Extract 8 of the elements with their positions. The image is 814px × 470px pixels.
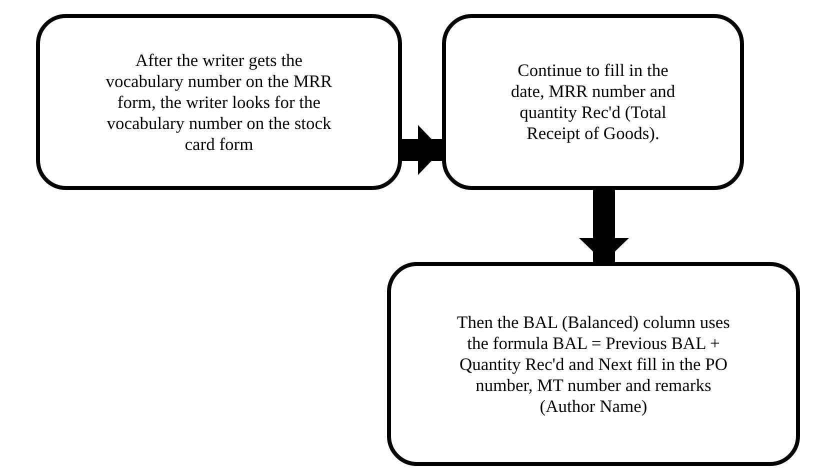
step-text: After the writer gets the vocabulary number on the MRR form, the writer looks for the vocabulary number on the stock card form	[104, 50, 334, 154]
process-box	[36, 14, 402, 190]
process-box	[387, 262, 800, 466]
block-arrow	[579, 190, 629, 262]
step-text: Continue to fill in the date, MRR number and quantity Rec'd (Total Receipt of Goods).	[510, 60, 676, 144]
step-text: Then the BAL (Balanced) column uses the formula BAL = Previous BAL + Quantity Rec'd and Next fill in the PO number, MT number and remarks (Author Name)	[456, 312, 731, 416]
block-arrow	[402, 125, 442, 175]
process-box	[442, 14, 744, 190]
